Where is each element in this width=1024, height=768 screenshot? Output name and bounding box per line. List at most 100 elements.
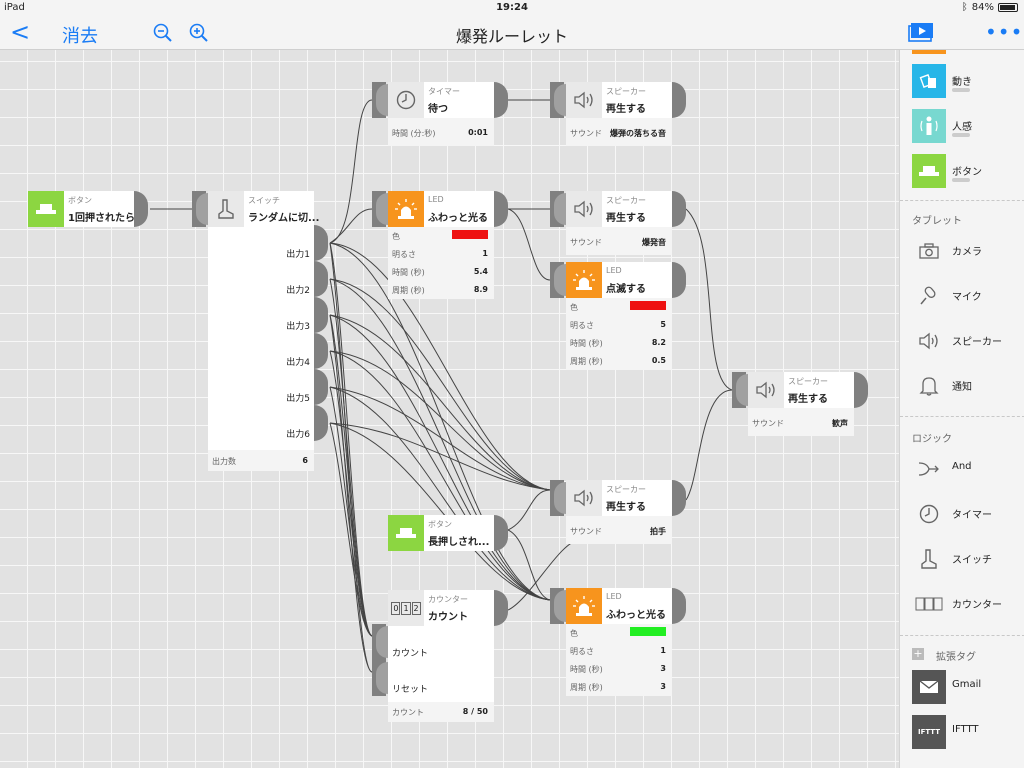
input-port[interactable] — [550, 262, 566, 298]
output-port[interactable] — [314, 297, 328, 333]
node-speaker-2[interactable]: スピーカー 再生する サウンド爆発音 — [566, 191, 672, 255]
output-port[interactable] — [134, 191, 148, 227]
output-port[interactable] — [854, 372, 868, 408]
output-port[interactable] — [494, 515, 508, 551]
palette-item-speaker[interactable]: スピーカー — [900, 320, 1024, 365]
output-port[interactable] — [672, 82, 686, 118]
prop-value[interactable]: 歓声 — [832, 419, 848, 428]
input-port[interactable] — [550, 191, 566, 227]
prop-value[interactable]: 1 — [482, 249, 488, 258]
palette-item-notify[interactable]: 通知 — [900, 365, 1024, 410]
output-port[interactable] — [314, 369, 328, 405]
input-port[interactable] — [550, 480, 566, 516]
node-button-2[interactable]: ボタン 長押しされ... — [388, 515, 494, 551]
output-port[interactable] — [494, 590, 508, 626]
prop-value[interactable]: 3 — [660, 682, 666, 691]
palette-item-button[interactable]: ボタン — [900, 150, 1024, 195]
palette-item-switch[interactable]: スイッチ — [900, 538, 1024, 583]
zoom-out-icon[interactable] — [152, 22, 174, 44]
output-port[interactable] — [494, 82, 508, 118]
prop-value[interactable]: 0.5 — [651, 356, 666, 365]
node-switch[interactable]: スイッチ ランダムに切... 出力1 出力2 出力3 出力4 出力5 出力6 出… — [208, 191, 319, 471]
output-port[interactable] — [672, 262, 686, 298]
add-icon[interactable]: + — [912, 647, 924, 660]
palette-item-and[interactable]: And — [900, 448, 1024, 493]
prop-value[interactable]: 3 — [660, 664, 666, 673]
node-speaker-4[interactable]: スピーカー 再生する サウンド拍手 — [566, 480, 672, 544]
prop-key: カウント — [392, 708, 424, 717]
node-speaker-1[interactable]: スピーカー 再生する サウンド 爆弾の落ちる音 — [566, 82, 672, 146]
prop-value[interactable]: 6 — [302, 456, 308, 465]
prop-value[interactable]: 8 / 50 — [462, 707, 488, 716]
prop-key: サウンド — [570, 238, 602, 247]
palette-item-ifttt[interactable]: IFTTT IFTTT — [900, 711, 1024, 756]
output-port[interactable] — [672, 191, 686, 227]
node-button-1[interactable]: ボタン 1回押されたら — [28, 191, 135, 227]
prop-value[interactable]: 1 — [660, 646, 666, 655]
palette-item-mic[interactable]: マイク — [900, 275, 1024, 320]
speaker-icon — [748, 372, 784, 408]
more-button[interactable]: ••• — [985, 20, 1024, 44]
output-port[interactable] — [494, 191, 508, 227]
node-title: カウンター — [428, 595, 468, 604]
back-button[interactable]: < — [10, 18, 31, 46]
output-port[interactable] — [672, 588, 686, 624]
prop-key: 周期 (秒) — [570, 357, 603, 366]
output-port[interactable] — [314, 261, 328, 297]
color-swatch[interactable] — [630, 627, 666, 636]
palette-item-counter[interactable]: カウンター — [900, 583, 1024, 628]
input-port[interactable] — [372, 624, 388, 660]
node-speaker-3[interactable]: スピーカー 再生する サウンド歓声 — [748, 372, 854, 436]
input-port[interactable] — [372, 191, 388, 227]
input-port[interactable] — [372, 82, 388, 118]
output-port[interactable] — [672, 480, 686, 516]
input-port[interactable] — [372, 660, 388, 696]
palette-item-gmail[interactable]: Gmail — [900, 666, 1024, 711]
play-icon[interactable] — [907, 21, 935, 45]
node-title: タイマー — [428, 87, 460, 96]
node-title: スピーカー — [788, 377, 828, 386]
clear-button[interactable]: 消去 — [62, 26, 98, 47]
input-port[interactable] — [732, 372, 748, 408]
tag-palette-sidebar[interactable]: 動き 人感 ボタン タブレット カメラ マイク スピーカー — [899, 50, 1024, 768]
flow-canvas[interactable]: ボタン 1回押されたら スイッチ ランダムに切... 出力1 出力2 出力3 出… — [0, 50, 899, 768]
color-swatch[interactable] — [452, 230, 488, 239]
output-port[interactable] — [314, 405, 328, 441]
node-timer[interactable]: タイマー 待つ 時間 (分:秒) 0:01 — [388, 82, 494, 146]
battery-percent: 84% — [971, 2, 994, 13]
battery-icon — [998, 3, 1018, 12]
prop-value[interactable]: 爆発音 — [642, 238, 666, 247]
prop-value[interactable]: 爆弾の落ちる音 — [610, 129, 666, 138]
prop-value[interactable]: 8.9 — [473, 285, 488, 294]
input-port[interactable] — [550, 588, 566, 624]
human-sensor-icon — [912, 109, 946, 143]
prop-value[interactable]: 8.2 — [651, 338, 666, 347]
switch-output-2: 出力2 — [286, 286, 310, 296]
prop-value[interactable]: 拍手 — [650, 527, 666, 536]
prop-value[interactable]: 0:01 — [468, 128, 488, 137]
palette-item-motion[interactable]: 動き — [900, 60, 1024, 105]
prop-value[interactable]: 5 — [660, 320, 666, 329]
color-swatch[interactable] — [630, 301, 666, 310]
palette-item-label: IFTTT — [952, 724, 979, 735]
connection-wires — [150, 99, 733, 673]
prop-value[interactable]: 5.4 — [473, 267, 488, 276]
zoom-in-icon[interactable] — [188, 22, 210, 44]
switch-output-6: 出力6 — [286, 430, 310, 440]
speaker-icon — [566, 82, 602, 118]
prop-key: 出力数 — [212, 457, 236, 466]
input-port[interactable] — [550, 82, 566, 118]
speaker-icon — [912, 324, 946, 358]
switch-output-1: 出力1 — [286, 250, 310, 260]
input-port[interactable] — [192, 191, 208, 227]
output-port[interactable] — [314, 333, 328, 369]
palette-item-human-sensor[interactable]: 人感 — [900, 105, 1024, 150]
palette-item-camera[interactable]: カメラ — [900, 230, 1024, 275]
output-port[interactable] — [314, 225, 328, 261]
tag-stub[interactable] — [912, 50, 946, 54]
palette-item-timer[interactable]: タイマー — [900, 493, 1024, 538]
